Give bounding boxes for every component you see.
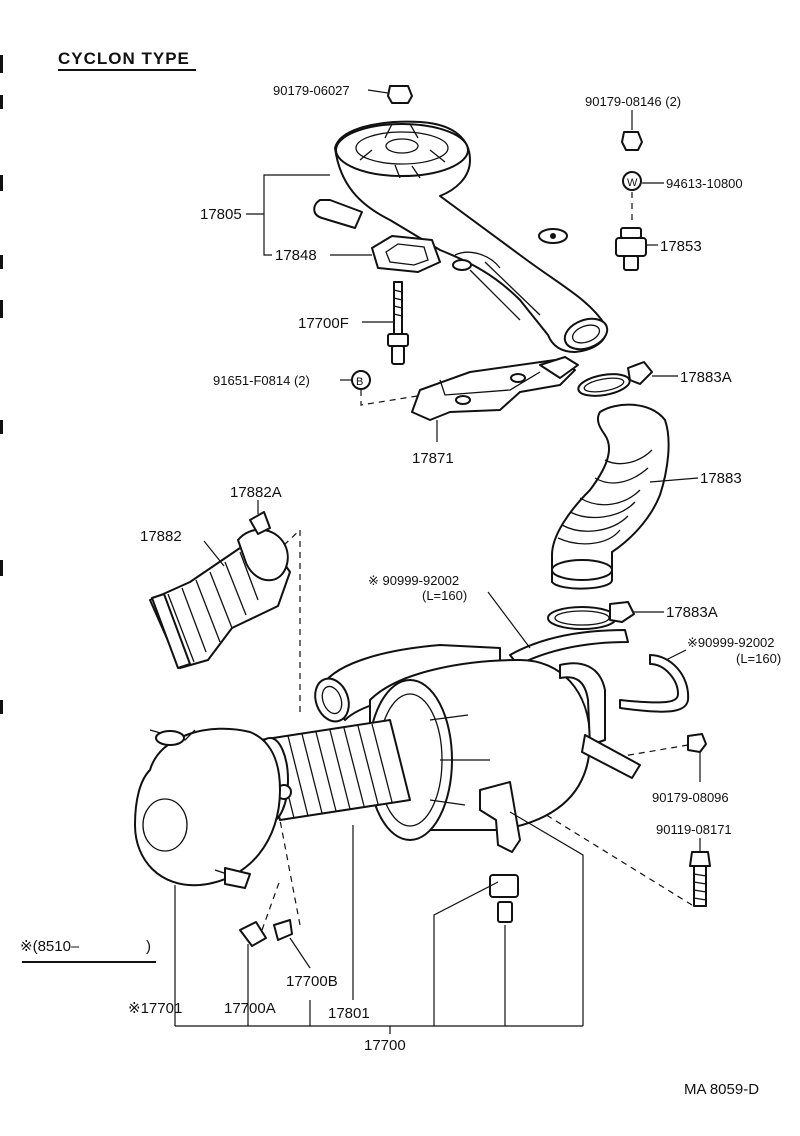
cyclone-housing-17805: [313, 120, 609, 353]
label-17700B: 17700B: [286, 973, 338, 990]
hose-17883: [551, 403, 699, 590]
label-91651-F0814: 91651-F0814 (2): [213, 373, 310, 388]
label-17883A-mid: 17883A: [666, 604, 718, 621]
label-90179-06027: 90179-06027: [273, 83, 350, 98]
duct-clamp-17882A: [249, 500, 271, 535]
label-90999-92002-a-length: (L=160): [422, 588, 467, 603]
label-17801: 17801: [328, 1005, 370, 1022]
label-94613-10800: 94613-10800: [666, 176, 743, 191]
drawing-number: MA 8059-D: [684, 1081, 759, 1098]
footnote-label: ※(8510–: [20, 938, 80, 955]
washer-94613-10800: W: [622, 171, 664, 225]
washer-symbol: W: [627, 177, 638, 189]
clamp-17883A-top: [577, 361, 678, 397]
bolt-90119-08171: [534, 807, 711, 907]
label-17700F: 17700F: [298, 315, 349, 332]
diagram-title: CYCLON TYPE: [58, 49, 190, 68]
bracket-17871: [411, 356, 579, 442]
label-90999-92002-b: ※90999-92002: [687, 635, 775, 650]
label-17701: ※17701: [128, 1000, 182, 1017]
clip-17700B: [273, 819, 311, 969]
label-17700A: 17700A: [224, 1000, 276, 1017]
label-17883: 17883: [700, 470, 742, 487]
nut-90179-08096: [599, 733, 707, 782]
label-90999-92002-a: ※ 90999-92002: [368, 573, 459, 588]
footnote-close: ): [146, 938, 151, 955]
hose-90999-92002-b: [619, 649, 690, 713]
label-90179-08096: 90179-08096: [652, 790, 729, 805]
grommet-17853: [615, 227, 658, 271]
label-90119-08171: 90119-08171: [656, 822, 732, 837]
bottom-leader-lines: [174, 811, 584, 1034]
label-17805: 17805: [200, 206, 242, 223]
label-17700: 17700: [364, 1037, 406, 1054]
nut-90179-08146: [621, 110, 643, 151]
wing-nut-17700A: [239, 879, 281, 1000]
clamp-17883A-mid: [547, 601, 664, 630]
inlet-duct-17882: [149, 528, 301, 715]
bolt-symbol: B: [356, 376, 363, 388]
bolt-91651-F0814: B: [340, 370, 456, 406]
label-17848: 17848: [275, 247, 317, 264]
label-90999-92002-b-length: (L=160): [736, 651, 781, 666]
label-90179-08146: 90179-08146 (2): [585, 94, 681, 109]
gasket-17848: [330, 235, 441, 273]
scan-edge-marks: [0, 55, 3, 714]
hose-90999-92002-a: [487, 591, 629, 666]
label-17882A: 17882A: [230, 484, 282, 501]
nut-90179-06027: [367, 85, 413, 104]
air-cleaner-assembly: [134, 644, 641, 923]
bracket-17805: [263, 174, 330, 256]
label-17883A-top: 17883A: [680, 369, 732, 386]
label-17871: 17871: [412, 450, 454, 467]
stud-17700F: [362, 281, 409, 365]
label-17853: 17853: [660, 238, 702, 255]
label-17882: 17882: [140, 528, 182, 545]
